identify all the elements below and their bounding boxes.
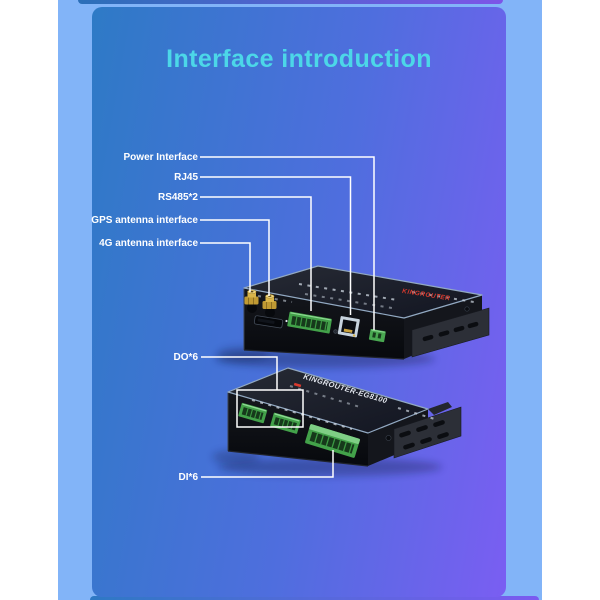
device-top-mounting-bracket bbox=[411, 307, 490, 358]
port-label-print bbox=[251, 385, 439, 430]
screw-hole bbox=[464, 306, 470, 312]
callout-line-power bbox=[200, 156, 375, 330]
callout-do6: DO*6 bbox=[173, 351, 198, 363]
callout-line-di6 bbox=[201, 450, 334, 478]
screw-hole bbox=[385, 435, 392, 441]
callout-line-gps bbox=[200, 219, 270, 296]
do-terminal-2 bbox=[270, 412, 301, 434]
callout-gps-antenna: GPS antenna interface bbox=[91, 214, 198, 226]
callout-lines bbox=[200, 156, 375, 478]
callout-line-4g bbox=[200, 242, 251, 292]
brand-red-accent bbox=[293, 382, 302, 388]
screw bbox=[333, 329, 338, 334]
next-slide-edge bbox=[90, 596, 539, 600]
callout-rj45: RJ45 bbox=[174, 171, 198, 183]
port-label-print bbox=[257, 283, 475, 309]
device-bottom: KINGROUTER-EG8100 bbox=[227, 367, 462, 467]
callout-line-do6 bbox=[201, 356, 278, 390]
rj45-port bbox=[337, 316, 360, 338]
callout-line-rj45 bbox=[200, 176, 352, 315]
rear-bracket-hint bbox=[428, 402, 452, 415]
do-terminal-1 bbox=[238, 402, 268, 424]
device-top: KINGROUTER bbox=[243, 265, 490, 360]
page-title: Interface introduction bbox=[166, 45, 432, 73]
bottom-edge bbox=[243, 349, 405, 360]
rs485-terminal bbox=[287, 311, 332, 334]
device-bottom-shadow bbox=[218, 458, 442, 476]
callout-4g-antenna: 4G antenna interface bbox=[99, 237, 198, 249]
callout-line-rs485 bbox=[200, 196, 312, 311]
do-terminals-outline bbox=[236, 389, 304, 428]
callout-power-interface: Power Interface bbox=[123, 151, 198, 163]
callout-rs485: RS485*2 bbox=[157, 191, 198, 203]
bottom-edge bbox=[227, 450, 369, 467]
status-led bbox=[285, 319, 288, 323]
device-bottom-top-face bbox=[227, 367, 429, 434]
di-terminal bbox=[305, 424, 360, 458]
previous-slide-edge bbox=[78, 0, 503, 4]
device-bottom-mounting-bracket bbox=[393, 406, 462, 459]
sim-slot bbox=[253, 315, 284, 329]
callout-di6: DI*6 bbox=[178, 471, 198, 483]
power-terminal bbox=[368, 328, 386, 343]
